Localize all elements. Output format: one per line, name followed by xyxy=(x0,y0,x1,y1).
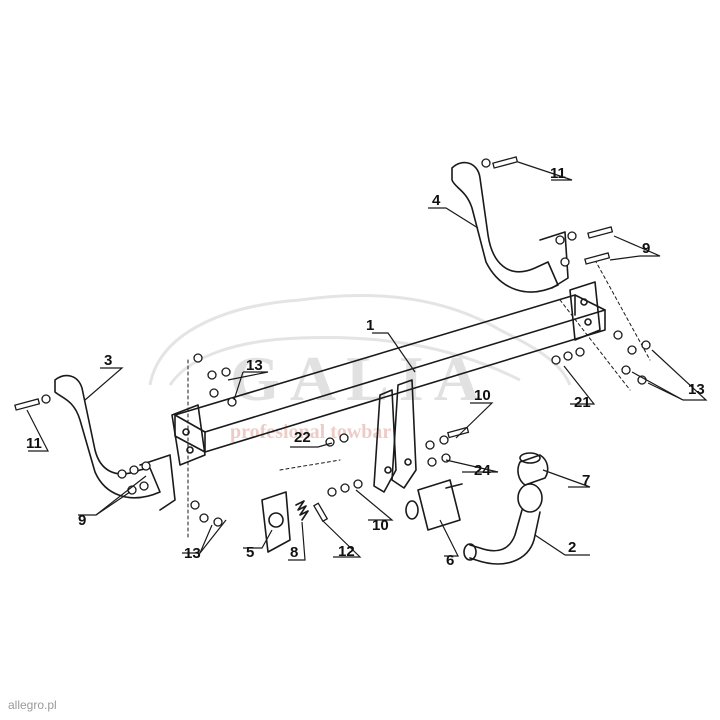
part-label-3: 3 xyxy=(104,352,112,369)
bolt-group-11-right xyxy=(481,156,519,169)
part-label-1: 1 xyxy=(366,317,374,334)
part-label-11-right: 11 xyxy=(550,165,566,182)
part-label-7: 7 xyxy=(582,472,590,489)
part-label-2: 2 xyxy=(568,539,576,556)
assembly-lines xyxy=(187,259,651,541)
bolt-group-21 xyxy=(551,347,585,365)
left-end-plate xyxy=(171,404,206,466)
part-label-4: 4 xyxy=(432,192,441,209)
right-end-plate xyxy=(569,281,601,341)
part-label-22: 22 xyxy=(294,429,311,446)
part-label-12: 12 xyxy=(338,543,355,560)
part-label-9-right: 9 xyxy=(642,240,650,257)
part-label-13-top: 13 xyxy=(246,357,263,374)
bolt-group-9-left xyxy=(117,461,151,495)
center-hitch-bracket xyxy=(373,379,417,493)
tow-ball-neck xyxy=(463,483,543,565)
part-label-21: 21 xyxy=(574,394,591,411)
ball-cap xyxy=(517,452,549,486)
bolt-group-9-right xyxy=(555,226,614,267)
right-bracket-arm xyxy=(451,161,569,293)
part-label-13-right: 13 xyxy=(688,381,705,398)
part-label-24: 24 xyxy=(474,462,491,479)
part-labels: 1 2 3 4 5 6 7 8 9 9 10 10 11 11 12 13 13… xyxy=(26,165,705,569)
socket xyxy=(405,479,463,531)
electrical-plate xyxy=(261,491,291,553)
part-label-13-bottom: 13 xyxy=(184,545,201,562)
watermark-brand: GALIA xyxy=(230,343,490,414)
part-label-6: 6 xyxy=(446,552,454,569)
source-watermark: allegro.pl xyxy=(8,698,57,712)
watermark-tagline: profesional towbar xyxy=(230,421,391,443)
part-label-10-top: 10 xyxy=(474,387,491,404)
spring xyxy=(295,500,309,521)
watermark-car-outline xyxy=(148,293,572,386)
bolt-group-11-left xyxy=(14,394,51,411)
part-label-5: 5 xyxy=(246,544,254,561)
part-label-10-bottom: 10 xyxy=(372,517,389,534)
part-label-11-left: 11 xyxy=(26,435,42,452)
leader-lines xyxy=(26,161,708,561)
bolt-group-10 xyxy=(327,426,470,497)
part-label-8: 8 xyxy=(290,544,298,561)
part-label-9-left: 9 xyxy=(78,512,86,529)
bolt-12 xyxy=(313,502,329,523)
left-bracket-arm xyxy=(54,374,176,511)
bolt-group-13-bottom xyxy=(190,500,223,527)
